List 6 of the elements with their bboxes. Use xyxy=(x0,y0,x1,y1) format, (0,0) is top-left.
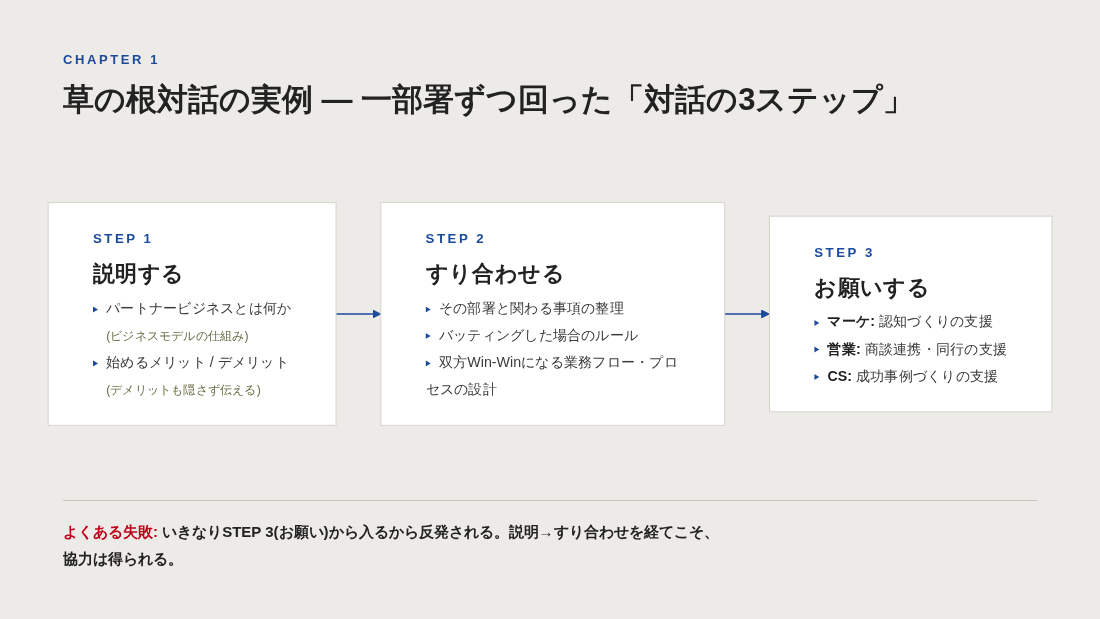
node-box: STEP 1 説明する パートナービジネスとは何か (ビジネスモデルの仕組み) 始めるメリット / デメリット (デメリットも隠さず伝える) xyxy=(47,202,337,426)
node-box: STEP 2 すり合わせる その部署と関わる事項の整理 バッティングした場合のルール 双方Win-Winになる業務フロー・プロセスの設計 xyxy=(380,202,726,426)
note-text: よくある失敗: いきなりSTEP 3(お願い)から入るから反発される。説明→すり合わせを経てこそ、協力は得られる。 xyxy=(63,522,720,569)
title: 草の根対話の実例 — 一部署ずつ回った「対話の3ステップ」 xyxy=(63,81,915,119)
chapter-label: CHAPTER 1 xyxy=(63,52,161,67)
node-box: STEP 3 お願いする マーケ: 認知づくりの支援 営業: 商談連携・同行の支援 CS: 成功事例づくりの支援 xyxy=(768,215,1053,413)
